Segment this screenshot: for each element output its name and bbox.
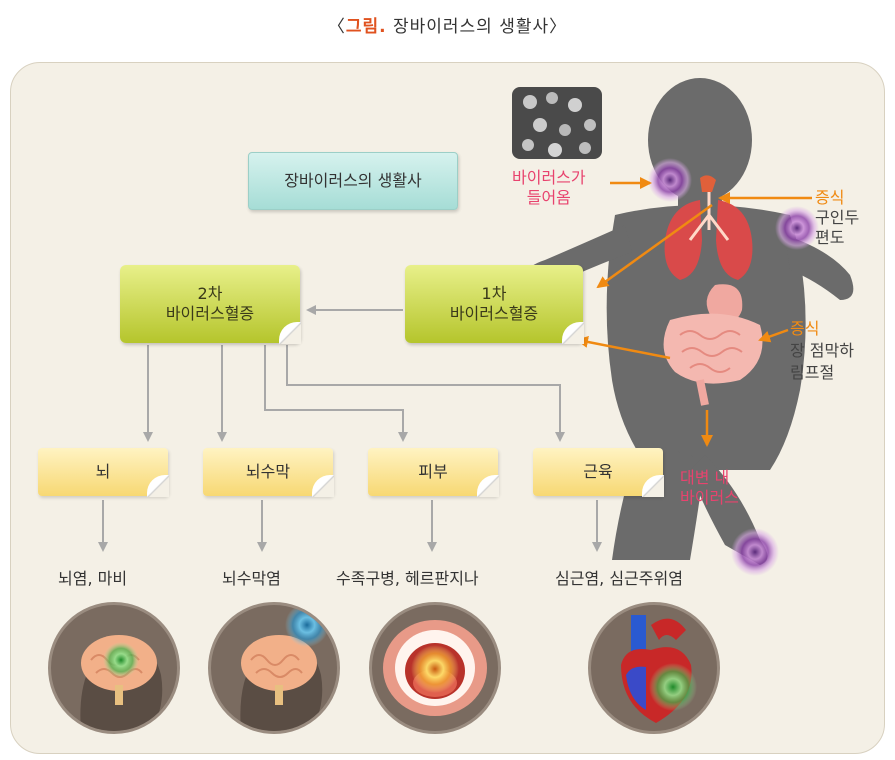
arrow-to-muscle: [286, 345, 565, 442]
primary-viremia-line2: 바이러스혈증: [449, 304, 539, 323]
gut-replication-label: 증식 장 점막하 림프절: [790, 319, 854, 382]
virus-micrograph: [512, 87, 602, 159]
lifecycle-label-text: 장바이러스의 생활사: [284, 171, 422, 190]
infection-ring-mouth: [648, 158, 692, 202]
disease-muscle: 심근염, 심근주위염: [555, 569, 683, 588]
organ-box-skin: 피부: [368, 448, 499, 497]
heart-illustration: [588, 602, 720, 734]
secondary-viremia-box: 2차 바이러스혈증: [120, 265, 301, 344]
organ-box-brain: 뇌: [38, 448, 169, 497]
brain-illustration: [48, 602, 180, 734]
blood-arrow-1: [596, 203, 713, 289]
lifecycle-label: 장바이러스의 생활사: [248, 152, 458, 210]
organ-label-muscle: 근육: [583, 462, 613, 481]
disease-meninges: 뇌수막염: [222, 569, 281, 588]
organ-box-muscle: 근육: [533, 448, 664, 497]
meninges-illustration: [208, 602, 340, 734]
throat-replication-label: 증식 구인두 편도: [815, 188, 860, 247]
organ-label-brain: 뇌: [95, 462, 111, 481]
secondary-viremia-line1: 2차: [197, 284, 223, 303]
organ-label-skin: 피부: [418, 462, 448, 481]
primary-viremia-line1: 1차: [481, 284, 507, 303]
gut-arrow: [758, 328, 789, 343]
disease-brain: 뇌염, 마비: [58, 569, 128, 588]
organ-box-meninges: 뇌수막: [203, 448, 334, 497]
infection-ring-tonsil: [775, 206, 819, 250]
secondary-viremia-line2: 바이러스혈증: [165, 304, 255, 323]
figure-title: 〈그림. 장바이러스의 생활사〉: [327, 17, 568, 37]
intestines-icon: [663, 284, 763, 406]
disease-skin: 수족구병, 헤르판지나: [336, 569, 479, 588]
organ-label-meninges: 뇌수막: [245, 462, 291, 481]
gut-to-viremia-arrow: [576, 336, 671, 360]
primary-viremia-box: 1차 바이러스혈증: [405, 265, 584, 344]
arrow-to-skin: [264, 345, 408, 442]
mouth-illustration: [369, 602, 501, 734]
infection-ring-stool: [731, 528, 779, 576]
